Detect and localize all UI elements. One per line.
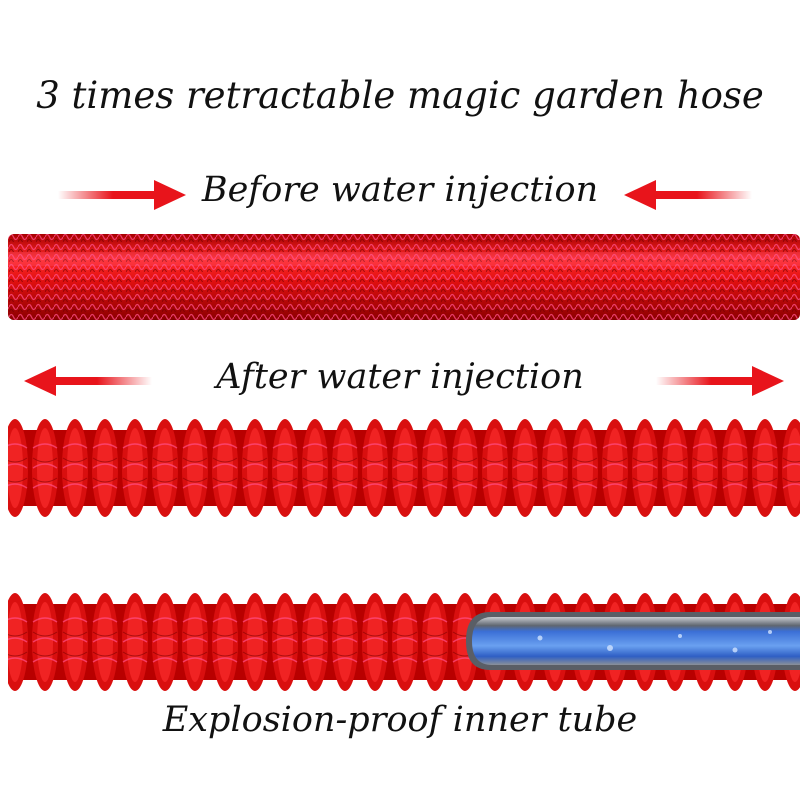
right-pointing-arrow-icon <box>58 180 186 210</box>
inner-tube-icon <box>466 612 800 670</box>
left-pointing-arrow-icon <box>624 180 752 210</box>
before-water-injection-label: Before water injection <box>201 170 599 210</box>
right-pointing-arrow-icon <box>656 366 784 396</box>
after-water-injection-label: After water injection <box>216 357 584 397</box>
hose-with-inner-tube-image <box>8 592 800 692</box>
left-pointing-arrow-icon <box>24 366 152 396</box>
contracted-hose-image <box>8 234 800 320</box>
expanded-hose-image <box>8 418 800 518</box>
title: 3 times retractable magic garden hose <box>36 74 764 117</box>
explosion-proof-inner-tube-label: Explosion-proof inner tube <box>162 700 638 740</box>
